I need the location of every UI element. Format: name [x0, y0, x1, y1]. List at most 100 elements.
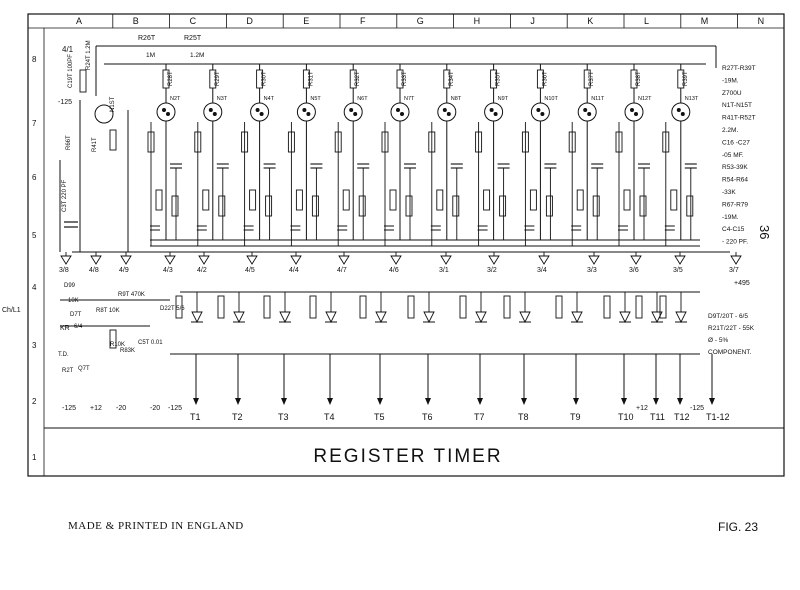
stage-coupling-resistor	[545, 195, 553, 217]
column-label-a: A	[76, 16, 82, 26]
right-note-line: R67-R79	[722, 201, 748, 208]
connector-pin-icon	[120, 255, 132, 265]
edge-left-label: Ch/L1	[2, 307, 21, 314]
neon-electrode	[680, 112, 685, 116]
stage-coupling-resistor	[218, 195, 226, 217]
output-terminal-label: T1-12	[706, 412, 730, 422]
stage-resistor-label: R29T	[215, 71, 221, 86]
right-note-line: R53-39K	[722, 164, 748, 171]
lower-left-part-label: 10K	[68, 298, 79, 304]
stage-coupling-resistor	[155, 189, 163, 211]
stage-coupling-resistor	[592, 195, 600, 217]
output-terminal-label: T5	[374, 412, 385, 422]
neon-electrode	[212, 112, 217, 116]
output-terminal-label: T3	[278, 412, 289, 422]
neon-electrode	[493, 112, 498, 116]
column-label-m: M	[701, 16, 709, 26]
output-resistor	[175, 295, 183, 319]
right-note-line: -19M.	[722, 214, 739, 221]
stage-coupling-resistor	[171, 195, 179, 217]
column-label-f: F	[360, 16, 366, 26]
row-label-7: 7	[32, 119, 37, 128]
lower-left-part-label: R83K	[120, 348, 135, 354]
right-note-lower-line: COMPONENT.	[708, 349, 752, 356]
lower-left-part-label: 6/4	[74, 324, 83, 330]
right-note-lower-line: Ø - 5%	[708, 337, 728, 344]
left-supply-label: -125	[58, 99, 72, 106]
left-part-label: C19T 100PF	[68, 54, 74, 88]
lower-left-part-label: C5T 0.01	[138, 340, 163, 346]
right-note-line: R54-R64	[722, 177, 748, 184]
bottom-supply-label: +12	[90, 405, 102, 412]
stage-coupling-resistor	[358, 195, 366, 217]
diode-icon	[651, 311, 663, 324]
neon-electrode	[396, 108, 400, 112]
connector-pin-label: 4/4	[289, 267, 299, 274]
neon-electrode	[676, 108, 681, 112]
stage-coupling-resistor	[576, 189, 584, 211]
row-label-4: 4	[32, 283, 37, 292]
connector-pin-icon	[246, 255, 258, 265]
connector-pin-label: 4/7	[337, 267, 347, 274]
stage-resistor-label: R33T	[402, 71, 408, 86]
neon-electrode	[259, 112, 264, 116]
neon-tube-icon	[250, 102, 270, 122]
row-label-8: 8	[32, 55, 37, 64]
stage-resistor-label: R38T	[636, 71, 642, 86]
connector-pin-label: 4/2	[197, 267, 207, 274]
connector-pin-icon	[538, 255, 550, 265]
neon-tube-icon	[343, 102, 363, 122]
right-note-line: N1T-N15T	[722, 102, 752, 109]
left-terminal-label: 4/1	[62, 45, 74, 54]
lower-left-part-label: R8T 10K	[96, 308, 120, 314]
left-part-label: R66T	[66, 135, 72, 150]
row-label-5: 5	[32, 231, 37, 240]
column-label-l: L	[644, 16, 649, 26]
top-resistor-2-value: 1.2M	[190, 52, 204, 59]
diagram-title: REGISTER TIMER	[313, 446, 502, 467]
column-label-d: D	[246, 16, 253, 26]
output-terminal-label: T7	[474, 412, 485, 422]
connector-pin-icon	[440, 255, 452, 265]
right-note-lower-line: R21T/22T - 55K	[708, 325, 755, 332]
connector-pin-icon	[90, 255, 102, 265]
connector-pin-label: 3/4	[537, 267, 547, 274]
connector-pin-label: 4/8	[89, 267, 99, 274]
connector-pin-label: 3/8	[59, 267, 69, 274]
output-resistor	[359, 295, 367, 319]
output-arrow-icon	[235, 398, 241, 405]
left-neon-tube	[94, 104, 114, 124]
column-label-n: N	[758, 16, 765, 26]
output-arrow-icon	[193, 398, 199, 405]
output-arrow-icon	[621, 398, 627, 405]
stage-coupling-resistor	[623, 189, 631, 211]
neon-tube-icon	[671, 102, 691, 122]
stage-resistor-label: R32T	[355, 71, 361, 86]
stage-coupling-resistor	[389, 189, 397, 211]
bottom-supply-label: +12	[636, 405, 648, 412]
diode-icon	[279, 311, 291, 324]
bottom-supply-label: -125	[690, 405, 704, 412]
column-label-c: C	[190, 16, 197, 26]
diode-icon	[571, 311, 583, 324]
connector-pin-label: 3/7	[729, 267, 739, 274]
edge-left-label-2: KR	[60, 325, 70, 332]
lower-left-part-label: D7T	[70, 312, 82, 318]
diode-icon	[233, 311, 245, 324]
neon-electrode	[442, 108, 447, 112]
diode-icon	[325, 311, 337, 324]
output-arrow-icon	[521, 398, 527, 405]
diode-icon	[475, 311, 487, 324]
top-resistor-2-name: R25T	[184, 35, 202, 42]
neon-tube-label: N13T	[685, 96, 699, 102]
top-resistor-1-name: R26T	[138, 35, 156, 42]
output-resistor	[503, 295, 511, 319]
stage-coupling-resistor	[499, 195, 507, 217]
output-arrow-icon	[709, 398, 715, 405]
figure-number: FIG. 23	[718, 520, 759, 534]
output-resistor	[603, 295, 611, 319]
connector-pin-label: 4/3	[163, 267, 173, 274]
neon-electrode	[208, 108, 213, 112]
